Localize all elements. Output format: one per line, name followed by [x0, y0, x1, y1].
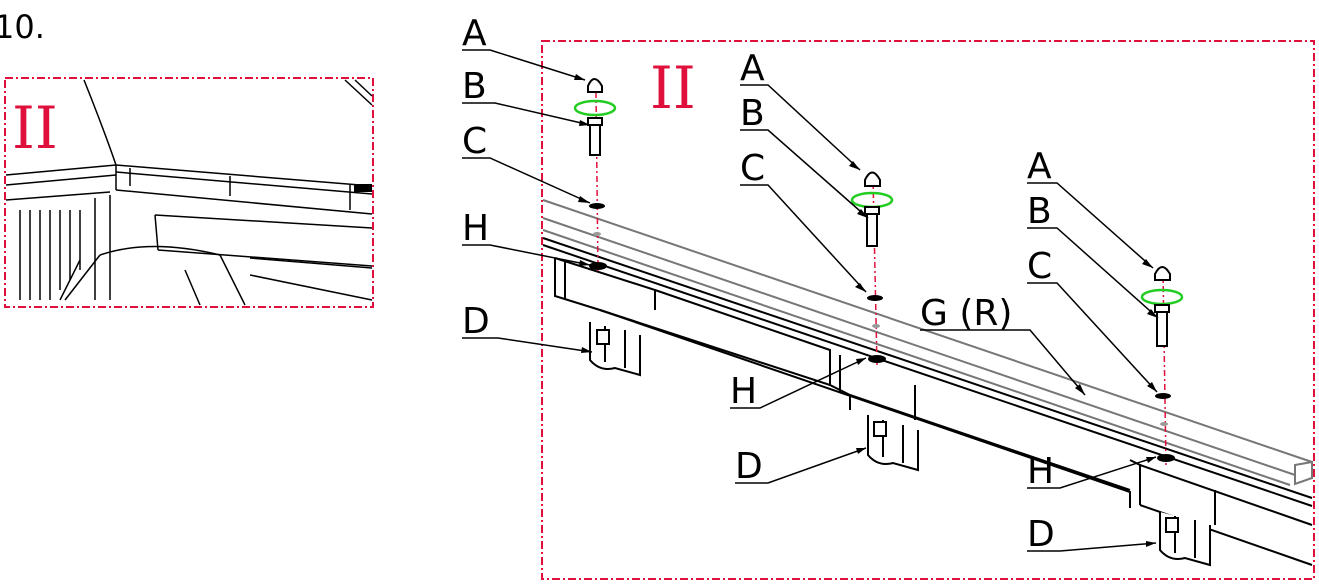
rotate-arrow-icon — [850, 191, 894, 209]
label-bolt-cap: A — [462, 13, 487, 54]
label-nut: H — [730, 371, 757, 412]
label-washer: C — [740, 148, 765, 189]
label-clamp: D — [735, 446, 763, 487]
washer-icon — [1155, 393, 1171, 399]
leader-lines — [462, 49, 1159, 552]
label-clamp: D — [462, 301, 490, 342]
cap-nut-icon — [864, 171, 881, 187]
label-clamp: D — [1027, 514, 1055, 555]
label-nut: H — [1027, 451, 1054, 492]
hex-bolt-icon — [866, 213, 878, 247]
hex-bolt-icon — [589, 124, 601, 156]
main-detail-marker: II — [650, 54, 696, 122]
label-bolt: B — [462, 66, 487, 107]
label-washer: C — [1027, 246, 1052, 287]
clamp-1 — [589, 322, 641, 377]
bed-rail — [542, 237, 1313, 566]
inset-detail-marker: II — [12, 94, 58, 162]
main-frame — [541, 40, 1315, 580]
cap-nut-icon — [587, 78, 603, 93]
truck-bed-sketch — [5, 79, 373, 306]
rotate-arrow-icon — [1140, 288, 1184, 306]
detail-inset: II — [4, 77, 374, 308]
label-rail-right: G (R) — [920, 293, 1012, 334]
washer-icon — [589, 203, 605, 209]
bolt-assembly-2 — [850, 171, 894, 366]
hex-bolt-icon — [1156, 311, 1168, 347]
rail — [542, 199, 1313, 486]
rail-end-block — [354, 184, 372, 192]
cap-nut-icon — [1154, 266, 1171, 281]
label-bolt-cap: A — [1027, 146, 1052, 187]
label-bolt-cap: A — [740, 48, 765, 89]
bolt-assembly-3 — [1140, 266, 1184, 467]
clamp-3 — [1159, 512, 1211, 567]
label-washer: C — [462, 121, 487, 162]
main-detail: II — [462, 13, 1315, 580]
label-bolt: B — [1027, 191, 1052, 232]
leader-arrowheads — [574, 74, 1158, 547]
step-number: 10. — [0, 8, 45, 46]
label-nut: H — [462, 208, 489, 249]
rotate-arrow-icon — [573, 99, 617, 117]
washer-icon — [867, 295, 883, 301]
label-bolt: B — [740, 93, 765, 134]
inset-frame — [4, 77, 374, 308]
clamp-2 — [867, 415, 919, 472]
bolt-assembly-1 — [573, 78, 617, 273]
